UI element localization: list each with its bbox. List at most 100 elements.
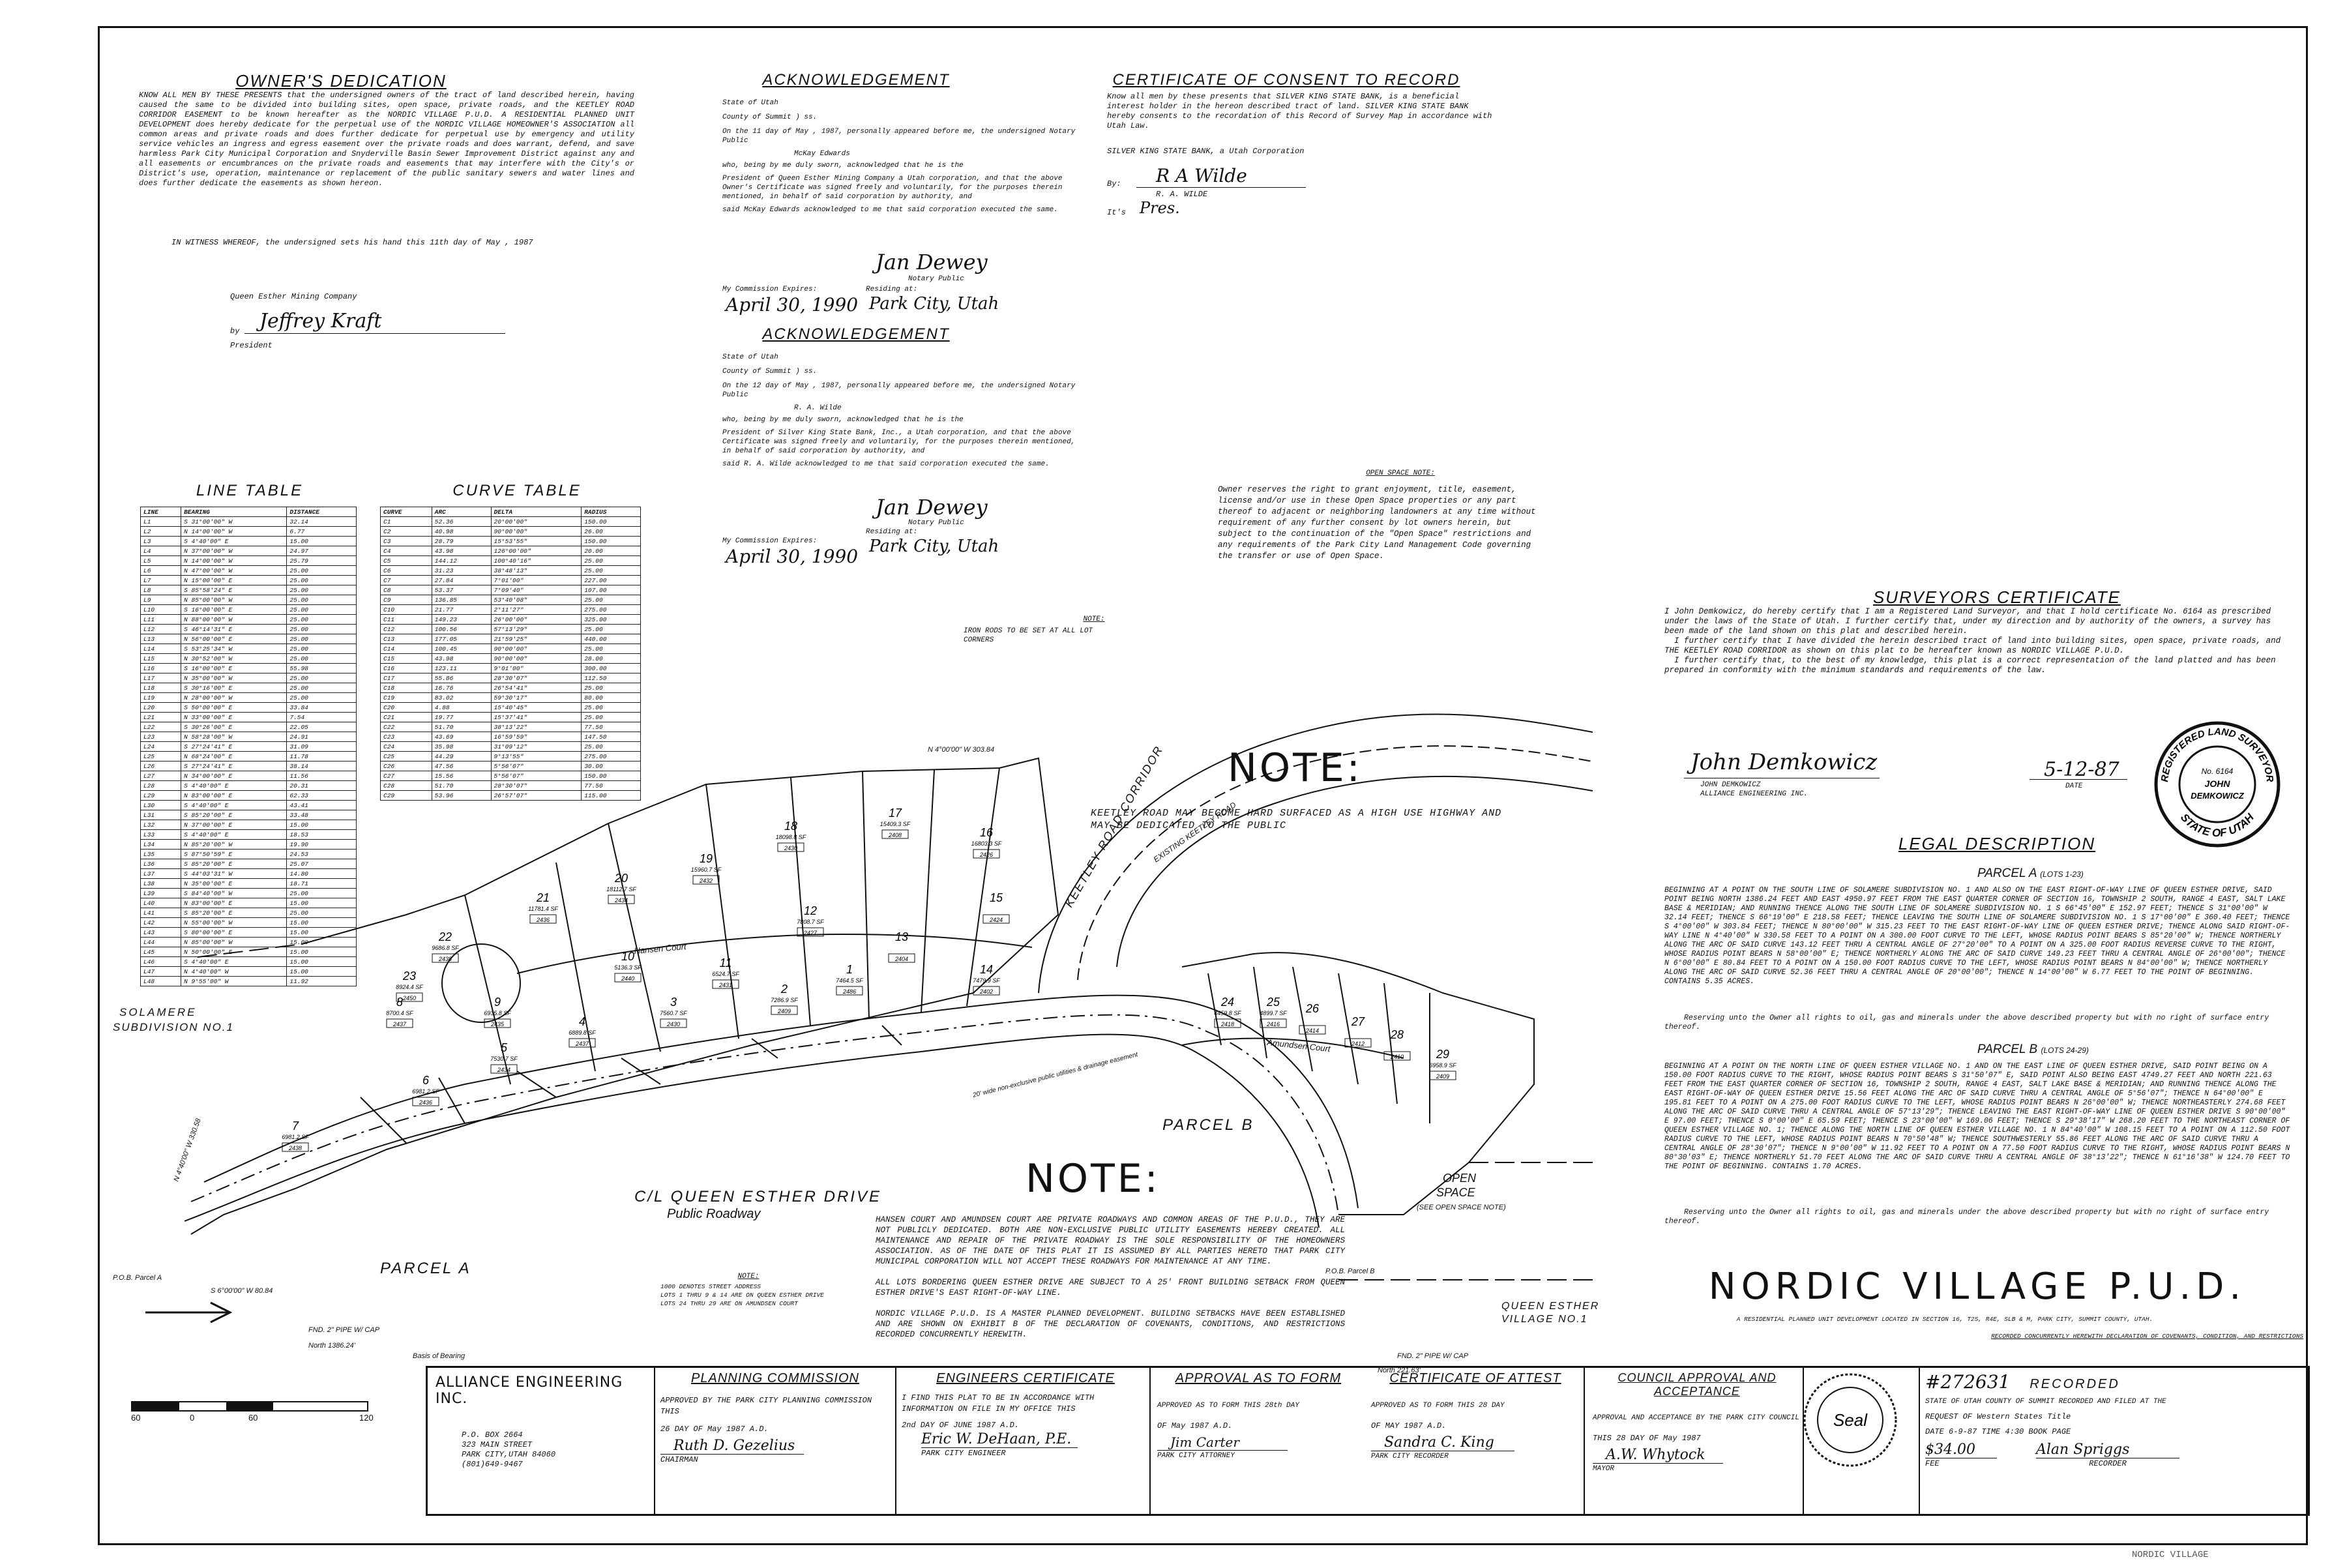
- lot-area: 6981.2 SF: [412, 1088, 439, 1095]
- parcel-a-reserve: Reserving unto the Owner all rights to o…: [1664, 1014, 2274, 1031]
- seal-number: No. 6164: [2202, 767, 2234, 776]
- curve-table-cell: 107.00: [581, 585, 641, 595]
- parcel-b-title: PARCEL B: [1977, 1043, 2038, 1056]
- line-table-cell: S 4°40'00" E: [181, 536, 288, 546]
- form-body: APPROVED AS TO FORM THIS 28th DAY: [1157, 1402, 1299, 1410]
- curve-table-cell: C11: [380, 614, 432, 625]
- lot-number: 1: [846, 963, 853, 976]
- ack2-notary: Notary Public: [908, 519, 964, 527]
- lot-address: 2434: [614, 897, 628, 904]
- line-table-cell: 11.92: [286, 976, 357, 986]
- lot-address: 2430: [666, 1021, 680, 1028]
- ack1-notary-signature: Jan Dewey: [876, 250, 988, 274]
- recorded-fee-row: $34.00 FEE Alan Spriggs RECORDER: [1925, 1442, 2303, 1470]
- ack1-expires: My Commission Expires:: [722, 286, 818, 293]
- surveyor-date-sig: 5-12-87: [2044, 758, 2119, 781]
- curve-table-cell: 25.00: [581, 555, 641, 566]
- lot-address: 2404: [894, 956, 908, 962]
- line-table-cell: L9: [140, 595, 182, 605]
- line-table-cell: 6.77: [286, 526, 357, 537]
- line-table-cell: 25.00: [286, 643, 357, 654]
- ack1-residing-sig: Park City, Utah: [869, 294, 999, 314]
- lot-area: 6981.2 SF: [282, 1134, 309, 1140]
- lot-area: 8924.4 SF: [396, 984, 423, 990]
- line-table-cell: L5: [140, 555, 182, 566]
- lot-address: 2436: [419, 1099, 432, 1106]
- council-date: THIS 28 DAY OF May 1987: [1593, 1434, 1701, 1443]
- open-space-ref: (SEE OPEN SPACE NOTE): [1417, 1204, 1506, 1211]
- lot-address: 2426: [979, 851, 993, 858]
- lot-address-box: [660, 1018, 687, 1028]
- lot-address: 2436: [536, 917, 550, 923]
- lot-area: 16803.3 SF: [971, 840, 1002, 847]
- private-road-note-title: NOTE:: [1026, 1156, 1160, 1202]
- curve-table-cell: 53.37: [431, 585, 492, 595]
- curve-table-cell: 27.84: [431, 575, 492, 585]
- line-table-cell: N 47°00'00" W: [181, 565, 288, 576]
- curve-table-cell: 28.79: [431, 536, 492, 546]
- consent-its: It's: [1107, 208, 1126, 217]
- lot-number: 27: [1351, 1015, 1365, 1028]
- ack2-notary-signature: Jan Dewey: [876, 495, 988, 520]
- lot-address-box: [1429, 1071, 1456, 1080]
- owners-dedication-title: OWNER'S DEDICATION: [235, 71, 447, 91]
- line-table-cell: 25.00: [286, 575, 357, 585]
- lot-number: 14: [980, 963, 993, 976]
- lot-number: 22: [438, 930, 452, 943]
- curve-table-cell: 227.00: [581, 575, 641, 585]
- line-table-header-cell: BEARING: [181, 507, 288, 517]
- engineers-body: I FIND THIS PLAT TO BE IN ACCORDANCE WIT…: [902, 1393, 1095, 1413]
- lot-address-box: [412, 1097, 439, 1106]
- scale-tick-label: 120: [359, 1413, 374, 1423]
- curve-table-cell: C6: [380, 565, 432, 576]
- line-table-cell: L11: [140, 614, 182, 625]
- owner-sign-line: [244, 333, 505, 334]
- bearing-label-2: N 4°40'00" W 330.58: [173, 1117, 203, 1183]
- curve-table-cell: 43.98: [431, 546, 492, 556]
- lot-area: 15409.3 SF: [880, 821, 911, 827]
- curve-table-cell: C2: [380, 526, 432, 537]
- planning-content: PLANNING COMMISSION APPROVED BY THE PARK…: [660, 1371, 890, 1466]
- lot-address: 2440: [621, 975, 634, 982]
- lot-number: 7: [292, 1119, 299, 1132]
- owners-witness: IN WITNESS WHEREOF, the undersigned sets…: [171, 238, 533, 247]
- line-table-cell: N 88°00'00" W: [181, 614, 288, 625]
- lot-address-box: [529, 914, 557, 924]
- attest-content: CERTIFICATE OF ATTEST APPROVED AS TO FOR…: [1371, 1371, 1580, 1462]
- ack2-residing-sig: Park City, Utah: [869, 537, 999, 556]
- lot-number: 11: [720, 956, 732, 969]
- engineers-role: PARK CITY ENGINEER: [921, 1447, 1078, 1459]
- solamere-line: [197, 943, 303, 958]
- amundsen-court: [1181, 1037, 1404, 1059]
- council-title: COUNCIL APPROVAL AND ACCEPTANCE: [1617, 1371, 1777, 1398]
- curve-table-cell: 325.00: [581, 614, 641, 625]
- lot-area: 7479.9 SF: [973, 977, 1000, 984]
- line-table-cell: L6: [140, 565, 182, 576]
- ack2-sworn: who, being by me duly sworn, acknowledge…: [722, 416, 964, 424]
- parcel-a-boundary: [190, 757, 1059, 1235]
- form-date: OF May 1987 A.D.: [1157, 1421, 1233, 1430]
- ack2-title: ACKNOWLEDGEMENT: [762, 325, 950, 343]
- curve-table-cell: 26°00'00": [490, 614, 582, 625]
- lot-number: 12: [804, 904, 817, 917]
- attest-role: PARK CITY RECORDER: [1371, 1451, 1514, 1462]
- basis-label-2: North 221.63': [1378, 1367, 1421, 1374]
- curve-table-cell: 53°40'08": [490, 595, 582, 605]
- lot-number: 19: [700, 852, 713, 865]
- curve-table-cell: C5: [380, 555, 432, 566]
- lot-area: 4459.8 SF: [1214, 1010, 1241, 1016]
- curve-table-cell: C8: [380, 585, 432, 595]
